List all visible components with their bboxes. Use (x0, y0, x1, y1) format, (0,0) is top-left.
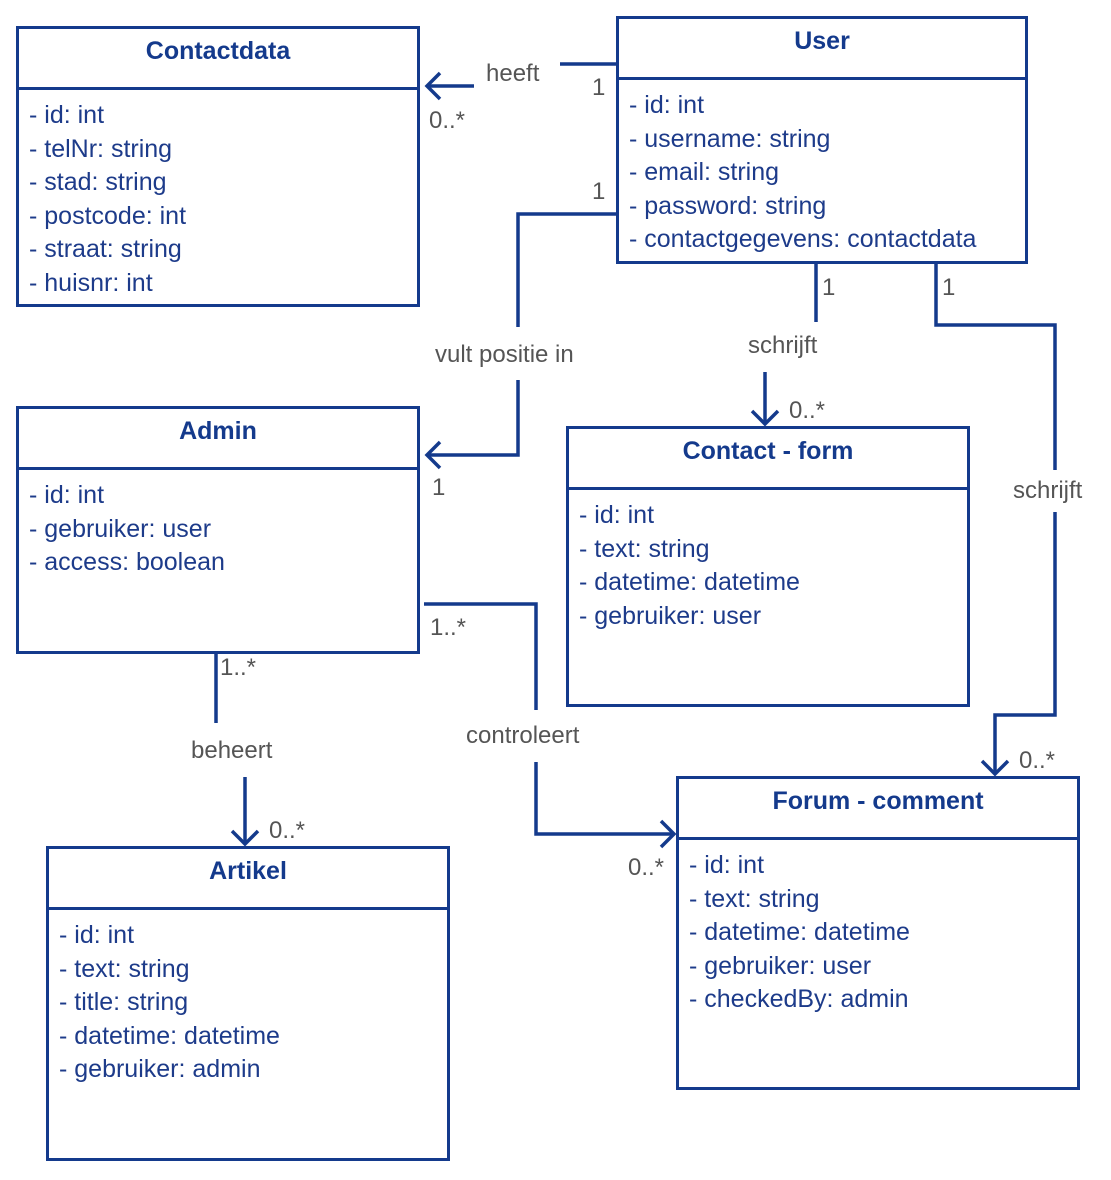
class-admin: Admin - id: int - gebruiker: user - acce… (16, 406, 420, 654)
attribute: - password: string (629, 191, 827, 220)
class-name: Artikel (49, 849, 447, 910)
attribute: - id: int (59, 921, 135, 949)
attribute-list: - id: int - gebruiker: user - access: bo… (19, 470, 417, 580)
attribute: - datetime: datetime (689, 918, 910, 947)
class-forum-comment: Forum - comment - id: int - text: string… (676, 776, 1080, 1090)
class-name: Contactdata (19, 29, 417, 90)
attribute: - id: int (689, 851, 765, 879)
attribute: - datetime: datetime (59, 1021, 280, 1050)
multiplicity-vult-positie-in-target: 1 (432, 474, 446, 501)
connector-vult-positie-in (427, 212, 616, 457)
attribute: - checkedBy: admin (689, 985, 909, 1014)
class-name: Contact - form (569, 429, 967, 490)
multiplicity-schrijft-forum-source: 1 (942, 274, 956, 301)
relation-label-heeft: heeft (486, 60, 540, 87)
attribute-list: - id: int - username: string - email: st… (619, 80, 1025, 257)
arrowhead-heeft (424, 71, 442, 101)
multiplicity-heeft-source: 1 (592, 74, 606, 101)
attribute-list: - id: int - text: string - datetime: dat… (679, 840, 1077, 1017)
class-name: User (619, 19, 1025, 80)
attribute: - text: string (579, 534, 710, 563)
attribute: - username: string (629, 124, 831, 153)
attribute: - id: int (29, 101, 105, 129)
class-name: Forum - comment (679, 779, 1077, 840)
class-artikel: Artikel - id: int - text: string - title… (46, 846, 450, 1161)
connector-heeft (427, 62, 616, 88)
connector-schrijft-forum (934, 263, 1057, 774)
attribute: - gebruiker: user (689, 951, 872, 980)
attribute: - gebruiker: admin (59, 1055, 261, 1084)
attribute: - postcode: int (29, 201, 187, 230)
class-contact-form: Contact - form - id: int - text: string … (566, 426, 970, 707)
connector-schrijft-contact (763, 263, 818, 424)
arrowhead-schrijft-forum (980, 759, 1010, 777)
multiplicity-schrijft-contact-target: 0..* (789, 397, 826, 424)
multiplicity-controleert-target: 0..* (628, 854, 665, 881)
attribute: - id: int (579, 501, 655, 529)
attribute: - gebruiker: user (579, 601, 762, 630)
attribute: - telNr: string (29, 134, 173, 163)
attribute-list: - id: int - text: string - title: string… (49, 910, 447, 1087)
attribute: - id: int (629, 91, 705, 119)
attribute: - gebruiker: user (29, 514, 212, 543)
arrowhead-schrijft-contact (750, 409, 780, 427)
relation-label-schrijft-forum: schrijft (1013, 477, 1083, 504)
attribute: - text: string (59, 954, 190, 983)
class-user: User - id: int - username: string - emai… (616, 16, 1028, 264)
attribute: - straat: string (29, 235, 182, 264)
connector-beheert (214, 653, 247, 844)
attribute-list: - id: int - text: string - datetime: dat… (569, 490, 967, 633)
multiplicity-controleert-source: 1..* (430, 614, 467, 641)
connector-controleert (424, 602, 674, 836)
multiplicity-schrijft-forum-target: 0..* (1019, 747, 1056, 774)
multiplicity-vult-positie-in-source: 1 (592, 178, 606, 205)
attribute: - datetime: datetime (579, 568, 800, 597)
attribute: - access: boolean (29, 548, 225, 577)
attribute: - id: int (29, 481, 105, 509)
attribute: - email: string (629, 158, 780, 187)
relation-label-beheert: beheert (191, 737, 273, 764)
multiplicity-beheert-target: 0..* (269, 817, 306, 844)
relation-label-vult-positie-in: vult positie in (435, 341, 574, 368)
relation-label-controleert: controleert (466, 722, 580, 749)
attribute: - huisnr: int (29, 268, 153, 297)
attribute-list: - id: int - telNr: string - stad: string… (19, 90, 417, 301)
relation-label-schrijft-contact: schrijft (748, 332, 818, 359)
arrowhead-vult-positie-in (424, 440, 442, 470)
class-name: Admin (19, 409, 417, 470)
arrowhead-beheert (230, 829, 260, 847)
attribute: - contactgegevens: contactdata (629, 225, 977, 254)
attribute: - stad: string (29, 168, 167, 197)
attribute: - text: string (689, 884, 820, 913)
multiplicity-beheert-source: 1..* (220, 654, 257, 681)
attribute: - title: string (59, 988, 189, 1017)
multiplicity-heeft-target: 0..* (429, 107, 466, 134)
multiplicity-schrijft-contact-source: 1 (822, 274, 836, 301)
arrowhead-controleert (659, 819, 677, 849)
class-contactdata: Contactdata - id: int - telNr: string - … (16, 26, 420, 307)
